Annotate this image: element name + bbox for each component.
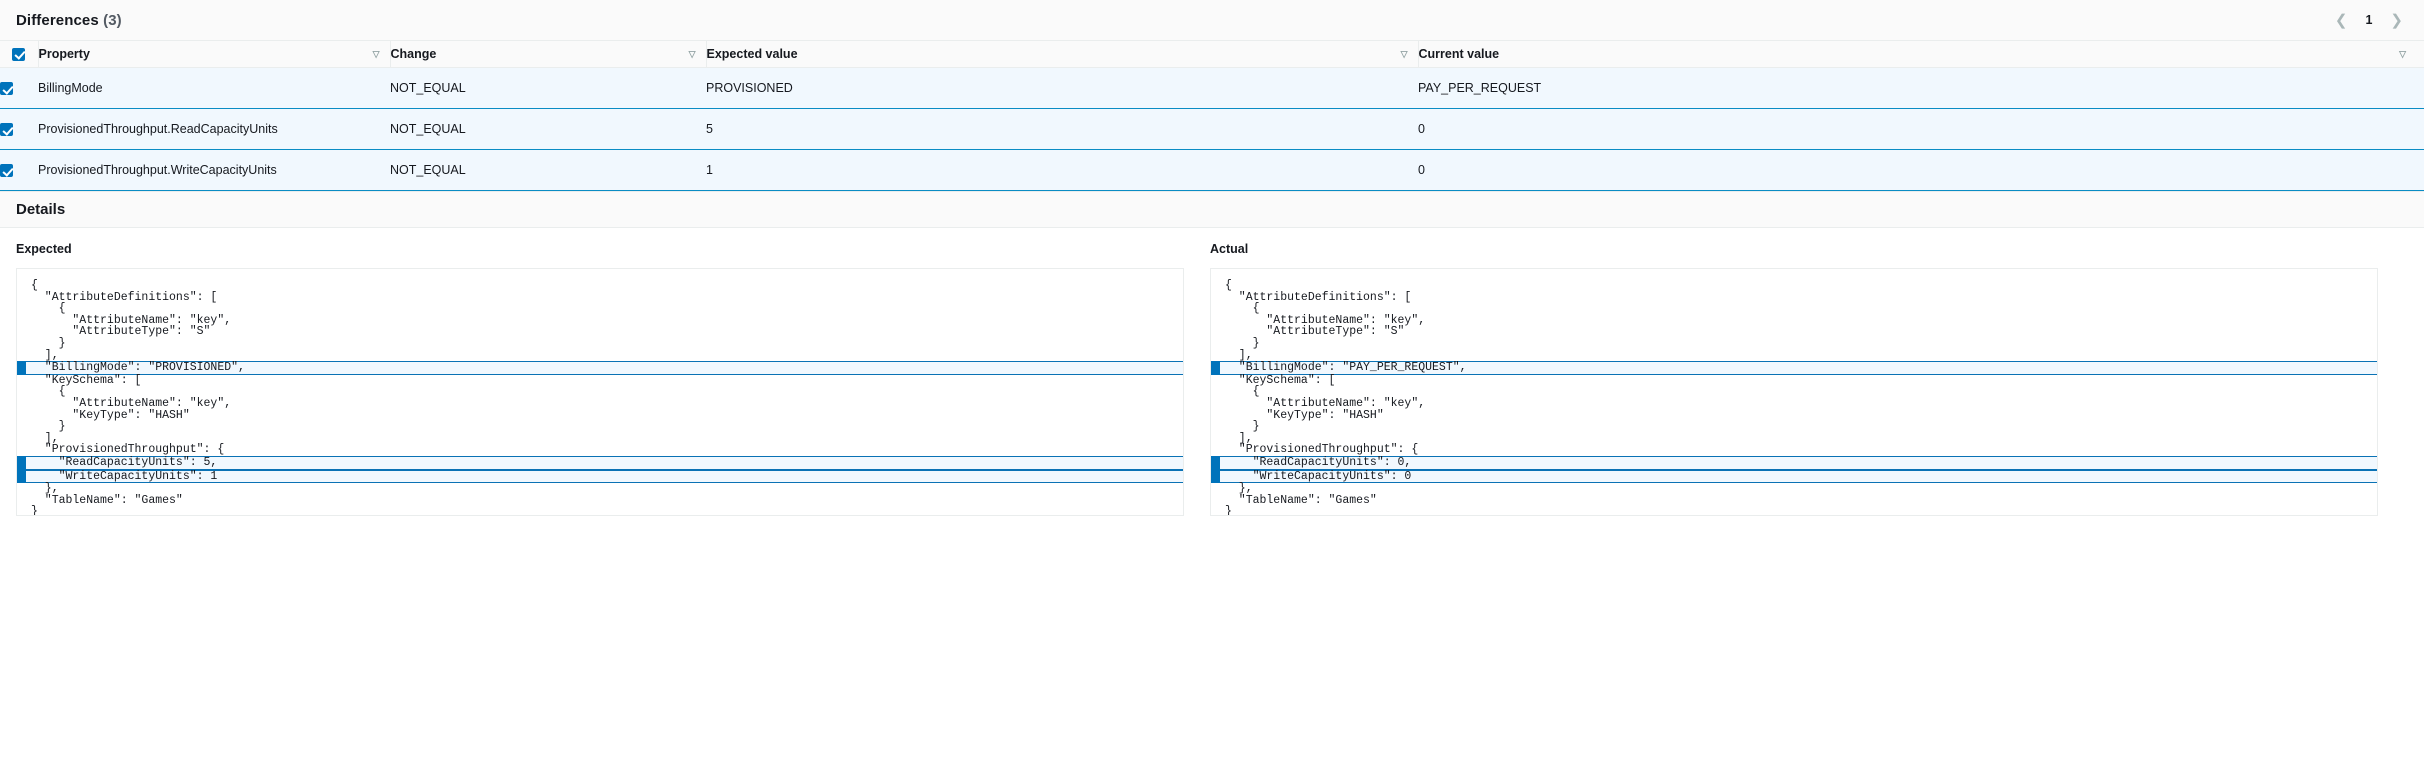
column-header-property-label: Property: [38, 47, 90, 61]
cell-current-value: 0: [1418, 149, 2424, 191]
code-line-highlighted: "ReadCapacityUnits": 0,: [1211, 455, 2377, 470]
code-line: "ProvisionedThroughput": {: [31, 443, 225, 457]
code-line: "AttributeName": "key",: [1225, 396, 1426, 410]
sort-descending-icon[interactable]: ▽: [372, 48, 380, 59]
code-line: "AttributeName": "key",: [31, 396, 232, 410]
sort-descending-icon[interactable]: ▽: [2399, 48, 2406, 59]
table-header: Property ▽ Change ▽ Expected value ▽ Cur…: [0, 40, 2424, 68]
column-header-change[interactable]: Change ▽: [389, 40, 706, 68]
code-line: "ProvisionedThroughput": {: [1225, 443, 1419, 457]
code-line: "AttributeType": "S": [31, 325, 211, 339]
code-line: "TableName": "Games": [1225, 493, 1377, 507]
cell-change: NOT_EQUAL: [390, 67, 706, 109]
differences-count: (3): [103, 11, 122, 29]
code-line: ],: [31, 431, 59, 445]
code-line: {: [1225, 279, 1232, 292]
code-line: "KeyType": "HASH": [1225, 408, 1384, 422]
code-line: "KeyType": "HASH": [31, 408, 190, 422]
code-line: "AttributeDefinitions": [: [1225, 290, 1412, 304]
column-header-property[interactable]: Property ▽: [37, 40, 390, 68]
code-line: "KeySchema": [: [31, 373, 142, 387]
row-select-cell[interactable]: [0, 149, 38, 191]
chevron-left-icon[interactable]: ❮: [2334, 11, 2348, 29]
code-line-highlighted: "WriteCapacityUnits": 1: [17, 469, 1183, 484]
cell-expected-value: PROVISIONED: [706, 67, 1418, 109]
differences-table: Property ▽ Change ▽ Expected value ▽ Cur…: [0, 40, 2424, 191]
table-header-row: Property ▽ Change ▽ Expected value ▽ Cur…: [0, 40, 2424, 68]
cell-change: NOT_EQUAL: [390, 108, 706, 150]
row-checkbox[interactable]: [0, 164, 13, 178]
column-header-expected-value-label: Expected value: [706, 47, 798, 61]
details-panels: Expected { "AttributeDefinitions": [ { "…: [0, 228, 2424, 516]
code-line: }: [31, 505, 38, 516]
pagination-page-1[interactable]: 1: [2365, 13, 2373, 27]
cell-expected-value: 1: [706, 149, 1418, 191]
code-line-highlighted: "ReadCapacityUnits": 5,: [17, 455, 1183, 470]
code-line: ],: [31, 348, 59, 362]
code-line: "AttributeType": "S": [1225, 325, 1405, 339]
code-line: "KeySchema": [: [1225, 373, 1336, 387]
code-line: }: [1225, 336, 1260, 350]
actual-code-block[interactable]: { "AttributeDefinitions": [ { "Attribute…: [1210, 268, 2378, 516]
row-checkbox[interactable]: [0, 82, 13, 96]
differences-header: Differences (3) ❮ 1 ❯: [0, 0, 2424, 40]
column-header-current-value-label: Current value: [1418, 47, 1500, 61]
code-line: {: [31, 302, 66, 316]
code-line: "AttributeName": "key",: [1225, 313, 1426, 327]
differences-title-text: Differences: [16, 11, 99, 29]
code-line: ],: [1225, 348, 1253, 362]
table-row[interactable]: ProvisionedThroughput.WriteCapacityUnits…: [0, 149, 2424, 191]
select-all-header: [0, 40, 38, 68]
column-header-current-value[interactable]: Current value ▽: [1417, 40, 2424, 68]
expected-panel: Expected { "AttributeDefinitions": [ { "…: [16, 242, 1184, 516]
code-line: {: [31, 385, 66, 399]
actual-panel-label: Actual: [1210, 242, 1249, 256]
code-line: }: [1225, 420, 1260, 434]
cell-property: BillingMode: [38, 67, 390, 109]
code-line-highlighted: "BillingMode": "PROVISIONED",: [17, 361, 1183, 375]
code-line-highlighted: "WriteCapacityUnits": 0: [1211, 469, 2377, 484]
code-line-highlighted: "BillingMode": "PAY_PER_REQUEST",: [1211, 361, 2377, 375]
cell-expected-value: 5: [706, 108, 1418, 150]
cell-current-value: PAY_PER_REQUEST: [1418, 67, 2424, 109]
row-checkbox[interactable]: [0, 123, 13, 137]
code-line: {: [31, 279, 38, 292]
row-select-cell[interactable]: [0, 108, 38, 150]
expected-code-block[interactable]: { "AttributeDefinitions": [ { "Attribute…: [16, 268, 1184, 516]
code-line: "TableName": "Games": [31, 493, 183, 507]
cell-property: ProvisionedThroughput.ReadCapacityUnits: [38, 108, 390, 150]
sort-descending-icon[interactable]: ▽: [1400, 48, 1408, 59]
code-line: }: [31, 420, 66, 434]
code-line: },: [31, 482, 59, 496]
sort-descending-icon[interactable]: ▽: [688, 48, 696, 59]
column-header-expected-value[interactable]: Expected value ▽: [705, 40, 1418, 68]
chevron-right-icon[interactable]: ❯: [2390, 11, 2403, 29]
page-title: Differences (3): [16, 12, 122, 29]
code-line: }: [1225, 505, 1232, 516]
details-title: Details: [16, 201, 66, 218]
cell-property: ProvisionedThroughput.WriteCapacityUnits: [38, 149, 390, 191]
row-select-cell[interactable]: [0, 67, 38, 109]
select-all-checkbox[interactable]: [12, 47, 25, 61]
code-line: "AttributeName": "key",: [31, 313, 232, 327]
code-line: ],: [1225, 431, 1253, 445]
code-line: }: [31, 336, 66, 350]
column-header-change-label: Change: [390, 47, 437, 61]
code-line: {: [1225, 385, 1260, 399]
cell-change: NOT_EQUAL: [390, 149, 706, 191]
pagination: ❮ 1 ❯: [2332, 11, 2406, 30]
expected-panel-label: Expected: [16, 242, 72, 256]
code-line: },: [1225, 482, 1253, 496]
code-line: {: [1225, 302, 1260, 316]
cell-current-value: 0: [1418, 108, 2424, 150]
details-header: Details: [0, 191, 2424, 228]
actual-panel: Actual { "AttributeDefinitions": [ { "At…: [1210, 242, 2378, 516]
code-line: "AttributeDefinitions": [: [31, 290, 218, 304]
